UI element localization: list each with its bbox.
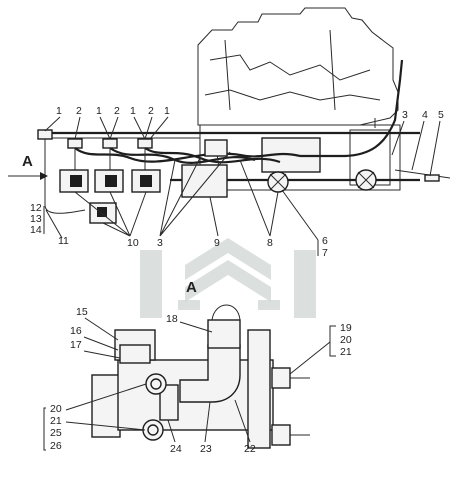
pipelines xyxy=(44,59,451,214)
callout-16: 16 xyxy=(70,325,82,337)
callout-1: 1 xyxy=(96,105,102,117)
callout-21: 21 xyxy=(50,415,62,427)
callout-1: 1 xyxy=(164,105,170,117)
callout-9: 9 xyxy=(214,237,220,249)
callout-8: 8 xyxy=(267,237,273,249)
callout-1: 1 xyxy=(56,105,62,117)
callouts-detail: 15 16 17 18 19 20 21 20 21 25 26 24 23 2… xyxy=(43,306,352,455)
view-label: A xyxy=(186,279,197,296)
arrow-label: A xyxy=(22,153,33,170)
callouts-top: 1 2 1 2 1 2 1 3 4 5 12 13 14 11 10 3 9 8… xyxy=(30,105,444,259)
callout-18: 18 xyxy=(166,313,178,325)
callout-1: 1 xyxy=(130,105,136,117)
callout-24: 24 xyxy=(170,443,182,455)
callout-13: 13 xyxy=(30,213,42,225)
callout-25: 25 xyxy=(50,427,62,439)
callout-26: 26 xyxy=(50,440,62,452)
callout-23: 23 xyxy=(200,443,212,455)
callout-3: 3 xyxy=(402,109,408,121)
callout-10: 10 xyxy=(127,237,139,249)
callout-19: 19 xyxy=(340,322,352,334)
callout-20: 20 xyxy=(50,403,62,415)
callout-15: 15 xyxy=(76,306,88,318)
callout-12: 12 xyxy=(30,202,42,214)
callout-4: 4 xyxy=(422,109,428,121)
callout-3: 3 xyxy=(157,237,163,249)
callout-22: 22 xyxy=(244,443,256,455)
callout-11: 11 xyxy=(58,235,69,247)
callout-14: 14 xyxy=(30,224,42,236)
callout-7: 7 xyxy=(322,247,328,259)
callout-21: 21 xyxy=(340,346,352,358)
callout-20: 20 xyxy=(340,334,352,346)
callout-2: 2 xyxy=(76,105,82,117)
wheel-units xyxy=(267,169,440,193)
detail-valve-assembly xyxy=(91,304,310,449)
callout-2: 2 xyxy=(114,105,120,117)
callout-2: 2 xyxy=(148,105,154,117)
callout-6: 6 xyxy=(322,235,328,247)
watermark-logo xyxy=(140,238,316,318)
view-arrow: A xyxy=(8,153,48,180)
callout-17: 17 xyxy=(70,339,82,351)
callout-5: 5 xyxy=(438,109,444,121)
